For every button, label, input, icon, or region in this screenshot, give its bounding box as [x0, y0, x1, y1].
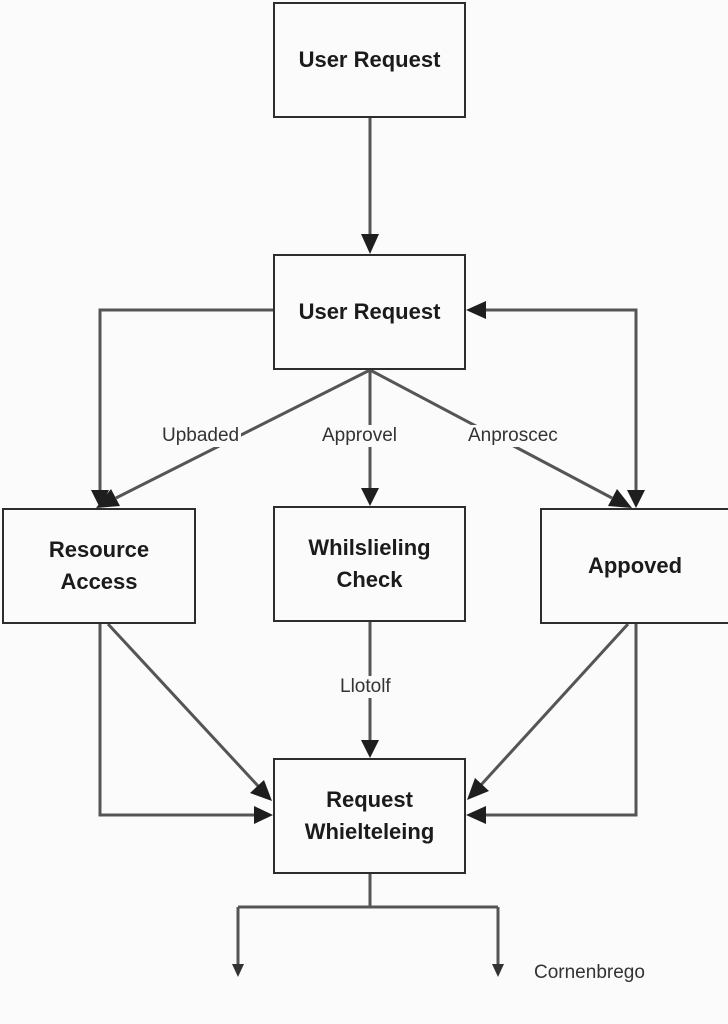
- edge-label-center: Approvel: [320, 425, 399, 447]
- node-resource-access-label: Resource Access: [48, 537, 150, 594]
- node-whitelisting-check-label: Whilslieling Check: [308, 535, 431, 592]
- arrowhead-bottom-right-diagonal: [467, 778, 489, 800]
- arrowhead-left-elbow: [91, 490, 109, 508]
- node-request-whitelisting-label: Request Whielteleing: [304, 787, 435, 844]
- node-user-request-top-label: User Request: [298, 47, 441, 72]
- arrowhead-right-top: [627, 490, 645, 508]
- connector-second-to-left-elbow: [98, 308, 273, 494]
- connector-left-to-bottom-elbow: [98, 624, 258, 817]
- arrowhead-bottom-left-side: [254, 806, 273, 824]
- arrowhead-middle-top: [361, 488, 379, 506]
- arrowhead-right-diagonal: [608, 489, 632, 508]
- arrowhead-bottom-top: [361, 740, 379, 758]
- node-user-request-second: User Request: [273, 254, 466, 370]
- node-user-request-second-label: User Request: [298, 299, 441, 324]
- connector-right-to-bottom-diagonal: [478, 622, 630, 788]
- edge-label-left: Upbaded: [160, 425, 242, 447]
- arrowhead-split-left: [232, 964, 244, 977]
- node-request-whitelisting: Request Whielteleing: [273, 758, 466, 874]
- connector-bottom-split: [236, 874, 500, 966]
- node-resource-access: Resource Access: [2, 508, 196, 624]
- arrowhead-left-diagonal: [96, 489, 120, 508]
- connector-right-to-second-loop: [482, 308, 638, 494]
- node-whitelisting-check: Whilslieling Check: [273, 506, 466, 622]
- arrowhead-second-right: [466, 301, 486, 319]
- arrowhead-second-top: [361, 234, 379, 254]
- edge-label-right: Anproscec: [466, 425, 560, 447]
- connector-left-to-bottom-diagonal: [106, 622, 261, 789]
- arrowhead-split-right: [492, 964, 504, 977]
- edge-label-end: Cornenbrego: [532, 962, 647, 984]
- arrowhead-bottom-left-diagonal: [250, 780, 272, 801]
- arrowhead-bottom-right-side: [466, 806, 486, 824]
- node-approved-label: Appoved: [587, 553, 683, 578]
- connector-right-to-bottom-elbow: [482, 624, 638, 817]
- node-approved: Appoved: [540, 508, 728, 624]
- connector-second-to-left-diagonal: [115, 368, 371, 500]
- node-user-request-top: User Request: [273, 2, 466, 118]
- edge-label-lower: Llotolf: [338, 676, 393, 698]
